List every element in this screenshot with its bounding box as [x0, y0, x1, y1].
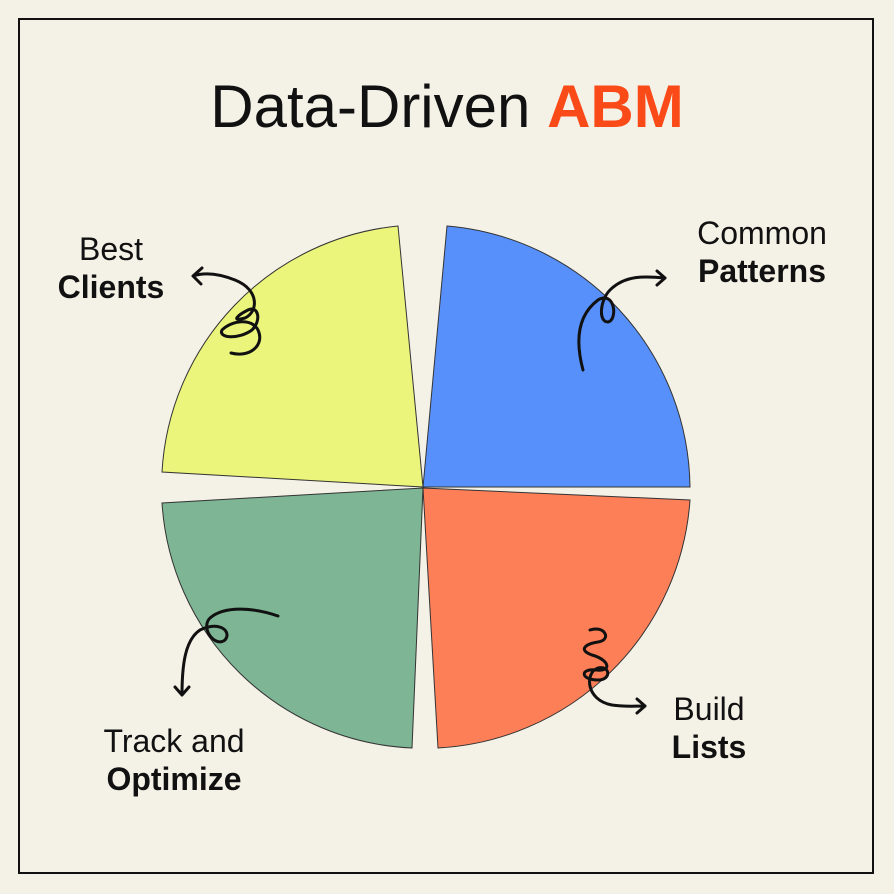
- label-line2: Clients: [57, 269, 165, 305]
- title-main: Data-Driven: [210, 73, 531, 140]
- label-line1: Common: [697, 215, 827, 251]
- segment-track-optimize: [161, 487, 424, 749]
- label-line2: Patterns: [697, 253, 827, 289]
- label-line2: Optimize: [106, 761, 242, 797]
- label-line1: Best: [78, 231, 144, 267]
- arrow-common-patterns-icon: [577, 269, 667, 372]
- page-title: Data-Driven ABM: [0, 72, 894, 141]
- frame-border: [18, 18, 874, 874]
- label-line2: Lists: [671, 729, 747, 765]
- title-accent: ABM: [547, 73, 684, 140]
- arrow-track-optimize-icon: [173, 607, 280, 697]
- label-line1: Track and: [103, 723, 245, 759]
- segment-build-lists: [422, 487, 691, 749]
- segment-common-patterns: [422, 225, 691, 488]
- segment-best-clients: [161, 225, 424, 488]
- arrow-best-clients-icon: [191, 266, 262, 356]
- label-line1: Build: [673, 691, 745, 727]
- arrow-build-lists-icon: [582, 627, 647, 715]
